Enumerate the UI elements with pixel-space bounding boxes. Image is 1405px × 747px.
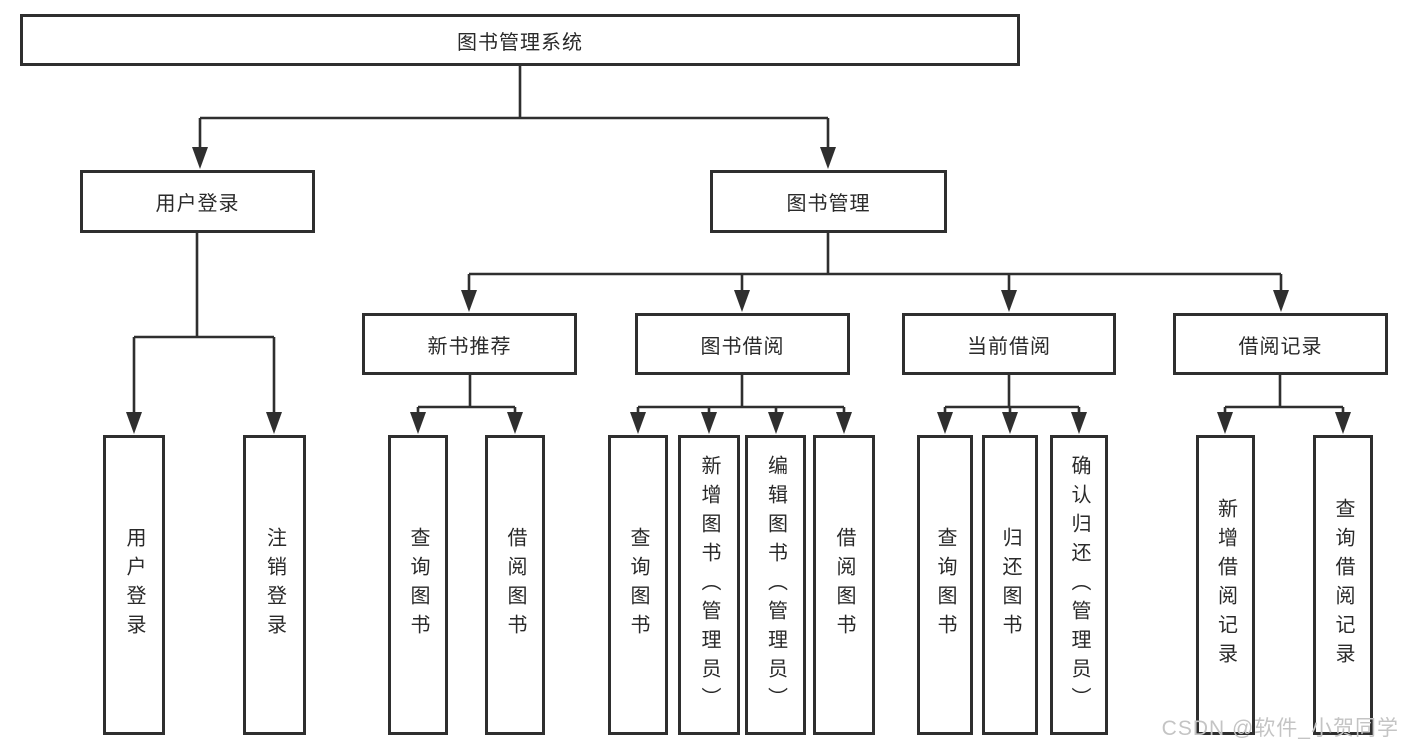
leaf-user-login: 用户登录 <box>103 435 165 735</box>
leaf-query-books-3: 查询图书 <box>917 435 973 735</box>
leaf-confirm-return-admin: 确认归还（管理员） <box>1050 435 1108 735</box>
leaf-label: 查询借阅记录 <box>1332 498 1354 672</box>
leaf-label: 注销登录 <box>263 527 286 643</box>
connector-current-to-leaves <box>943 375 1081 414</box>
connector-userlogin-to-leaves <box>132 233 276 414</box>
node-label: 新书推荐 <box>427 335 512 358</box>
node-label: 借阅记录 <box>1238 335 1323 358</box>
connector-borrow-to-leaves <box>636 375 846 414</box>
connector-root-to-level2 <box>198 66 830 150</box>
leaf-logout: 注销登录 <box>243 435 306 735</box>
node-label: 图书管理系统 <box>457 31 583 54</box>
node-borrow-records: 借阅记录 <box>1173 313 1388 375</box>
node-user-login: 用户登录 <box>80 170 315 233</box>
leaf-query-borrow-record: 查询借阅记录 <box>1313 435 1373 735</box>
node-book-management: 图书管理 <box>710 170 947 233</box>
connector-records-to-leaves <box>1223 375 1345 414</box>
leaf-label: 用户登录 <box>123 527 145 643</box>
node-label: 用户登录 <box>155 193 240 215</box>
node-label: 图书借阅 <box>700 335 785 358</box>
leaf-return-books: 归还图书 <box>982 435 1038 735</box>
node-new-book-recommend: 新书推荐 <box>362 313 577 375</box>
arrowheads <box>126 147 1351 434</box>
leaf-label: 新增借阅记录 <box>1214 498 1237 672</box>
leaf-query-books-2: 查询图书 <box>608 435 668 735</box>
leaf-label: 查询图书 <box>407 527 429 643</box>
leaf-label: 确认归还（管理员） <box>1068 454 1090 716</box>
node-library-system: 图书管理系统 <box>20 14 1020 66</box>
node-current-borrowing: 当前借阅 <box>902 313 1116 375</box>
leaf-label: 借阅图书 <box>504 527 526 643</box>
leaf-query-books-1: 查询图书 <box>388 435 448 735</box>
leaf-label: 借阅图书 <box>833 527 855 643</box>
node-book-borrowing: 图书借阅 <box>635 313 850 375</box>
leaf-add-books-admin: 新增图书（管理员） <box>678 435 740 735</box>
leaf-label: 查询图书 <box>627 527 649 643</box>
node-label: 当前借阅 <box>967 335 1051 358</box>
node-label: 图书管理 <box>786 193 871 215</box>
leaf-label: 查询图书 <box>934 527 956 643</box>
connector-newbooks-to-leaves <box>416 375 517 414</box>
connector-bookmgmt-to-level3 <box>467 233 1283 292</box>
csdn-watermark: CSDN @软件_小贺同学 <box>1161 717 1399 740</box>
leaf-label: 新增图书（管理员） <box>698 454 720 716</box>
leaf-borrow-books-1: 借阅图书 <box>485 435 545 735</box>
leaf-edit-books-admin: 编辑图书（管理员） <box>745 435 806 735</box>
leaf-borrow-books-2: 借阅图书 <box>813 435 875 735</box>
leaf-add-borrow-record: 新增借阅记录 <box>1196 435 1255 735</box>
leaf-label: 编辑图书（管理员） <box>764 454 787 716</box>
leaf-label: 归还图书 <box>999 527 1021 643</box>
